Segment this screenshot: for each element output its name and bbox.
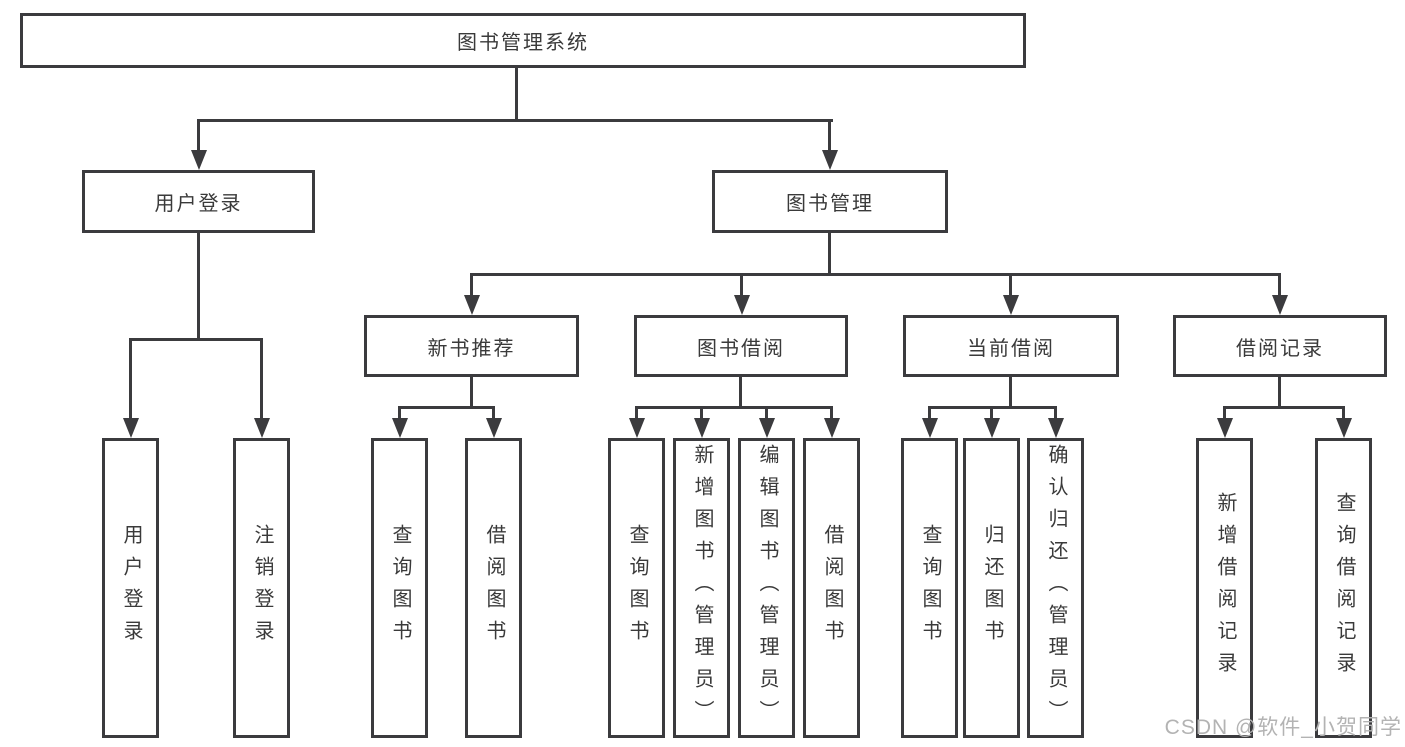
node-borrow-record-label: 借阅记录	[1236, 337, 1324, 360]
leaf-borrow-book-2: 借阅图书	[803, 438, 860, 738]
connector-book-management-stem	[828, 233, 831, 275]
node-user-login: 用户登录	[82, 170, 315, 233]
leaf-user-login-label: 用户登录	[120, 524, 142, 652]
arrow-to-leaf-confirm-return	[1054, 406, 1057, 418]
arrow-to-new-book-recommend	[470, 273, 473, 295]
leaf-return-book-label: 归还图书	[981, 524, 1003, 652]
leaf-confirm-return-admin-label: 确认归还（管理员）	[1045, 444, 1067, 732]
node-book-borrow-label: 图书借阅	[697, 337, 785, 360]
leaf-add-book-admin: 新增图书（管理员）	[673, 438, 730, 738]
leaf-edit-book-admin: 编辑图书（管理员）	[738, 438, 795, 738]
connector-book-borrow-hline	[635, 406, 833, 409]
leaf-borrow-book-1: 借阅图书	[465, 438, 522, 738]
arrow-to-leaf-return-book	[990, 406, 993, 418]
connector-level3-hline	[470, 273, 1281, 276]
leaf-query-borrow-record-label: 查询借阅记录	[1333, 492, 1355, 684]
connector-current-borrow-stem	[1009, 377, 1012, 408]
node-book-management: 图书管理	[712, 170, 948, 233]
leaf-user-login: 用户登录	[102, 438, 159, 738]
arrow-to-leaf-query-book-2	[635, 406, 638, 418]
node-borrow-record: 借阅记录	[1173, 315, 1387, 377]
node-root-label: 图书管理系统	[457, 32, 589, 54]
leaf-query-borrow-record: 查询借阅记录	[1315, 438, 1372, 738]
arrow-to-leaf-query-book-1	[398, 406, 401, 418]
leaf-add-borrow-record: 新增借阅记录	[1196, 438, 1253, 738]
arrow-to-leaf-query-record	[1342, 406, 1345, 418]
connector-root-stem	[515, 67, 518, 120]
arrow-to-borrow-record	[1278, 273, 1281, 295]
leaf-logout: 注销登录	[233, 438, 290, 738]
node-root: 图书管理系统	[20, 13, 1026, 68]
leaf-return-book: 归还图书	[963, 438, 1020, 738]
node-current-borrow-label: 当前借阅	[967, 337, 1055, 360]
leaf-borrow-book-1-label: 借阅图书	[483, 524, 505, 652]
arrow-to-leaf-add-book	[700, 406, 703, 418]
leaf-query-book-3: 查询图书	[901, 438, 958, 738]
node-new-book-recommend-label: 新书推荐	[427, 337, 516, 360]
leaf-borrow-book-2-label: 借阅图书	[821, 524, 843, 652]
leaf-query-book-3-label: 查询图书	[919, 524, 941, 652]
arrow-to-leaf-borrow-book-1	[492, 406, 495, 418]
arrow-to-user-login	[197, 119, 200, 150]
arrow-to-leaf-query-book-3	[928, 406, 931, 418]
connector-borrow-record-stem	[1278, 377, 1281, 408]
leaf-add-book-admin-label: 新增图书（管理员）	[691, 444, 713, 732]
arrow-to-book-borrow	[740, 273, 743, 295]
arrow-to-leaf-add-record	[1223, 406, 1226, 418]
node-book-management-label: 图书管理	[786, 193, 874, 215]
arrow-to-current-borrow	[1009, 273, 1012, 295]
leaf-add-borrow-record-label: 新增借阅记录	[1214, 492, 1236, 684]
arrow-to-leaf-borrow-book-2	[830, 406, 833, 418]
connector-book-borrow-stem	[739, 377, 742, 408]
connector-new-book-hline	[398, 406, 495, 409]
node-book-borrow: 图书借阅	[634, 315, 848, 377]
csdn-watermark: CSDN @软件_小贺同学	[1164, 716, 1402, 739]
leaf-query-book-1-label: 查询图书	[389, 524, 411, 652]
connector-new-book-stem	[470, 377, 473, 408]
leaf-query-book-2-label: 查询图书	[626, 524, 648, 652]
connector-borrow-record-hline	[1223, 406, 1345, 409]
leaf-query-book-1: 查询图书	[371, 438, 428, 738]
arrow-to-book-management	[828, 119, 831, 150]
leaf-logout-label: 注销登录	[251, 524, 273, 652]
node-new-book-recommend: 新书推荐	[364, 315, 579, 377]
node-current-borrow: 当前借阅	[903, 315, 1119, 377]
connector-user-login-stem	[197, 233, 200, 340]
connector-level1-hline	[197, 119, 833, 122]
node-user-login-label: 用户登录	[154, 193, 243, 215]
leaf-confirm-return-admin: 确认归还（管理员）	[1027, 438, 1084, 738]
arrow-to-leaf-logout	[260, 338, 263, 418]
arrow-to-leaf-edit-book	[765, 406, 768, 418]
leaf-edit-book-admin-label: 编辑图书（管理员）	[756, 444, 778, 732]
connector-user-login-hline	[129, 338, 263, 341]
leaf-query-book-2: 查询图书	[608, 438, 665, 738]
arrow-to-leaf-user-login	[129, 338, 132, 418]
